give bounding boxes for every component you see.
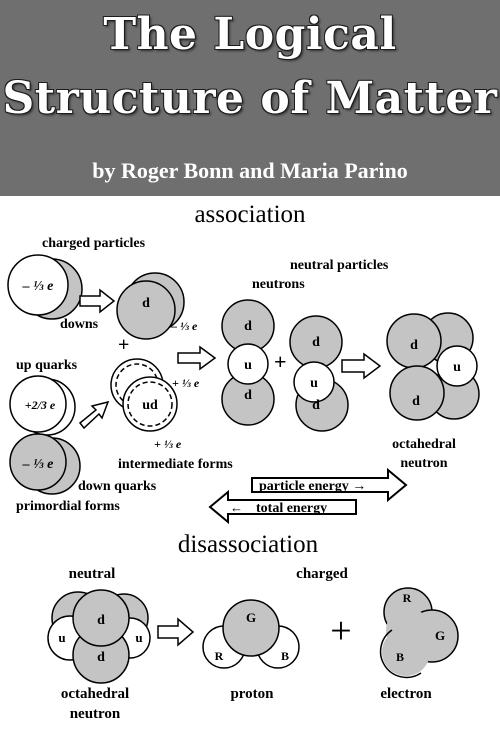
proton-r: R [215, 649, 224, 663]
downs-d-label: d [142, 296, 150, 311]
intermediate-forms-label: intermediate forms [118, 457, 233, 472]
proton-g: G [246, 610, 256, 625]
charged-label: charged [296, 566, 348, 582]
neutron2-u: u [310, 376, 318, 391]
octahedral-label-dis: octahedral [61, 686, 129, 702]
neutron1-u: u [244, 358, 252, 373]
primordial-down-quark-top: – ⅓ e [7, 254, 83, 320]
charged-particles-label: charged particles [42, 236, 146, 251]
neutron1-d-top: d [244, 319, 252, 334]
up-quarks-label: up quarks [16, 358, 78, 373]
charge-label-up: +2/3 e [25, 398, 56, 412]
author-byline: by Roger Bonn and Maria Parino [92, 158, 408, 183]
hollow-arrow-icon [177, 345, 217, 371]
hollow-arrow-icon [341, 352, 382, 380]
plus-sign-disassoc: + [330, 610, 351, 652]
particle-energy-arrow: particle energy → [251, 467, 408, 503]
dis-u-right: u [135, 630, 142, 645]
intermediate-form-particle: ud [110, 358, 178, 432]
octahedral-neutron-assoc: d u d [386, 312, 480, 421]
electron-b: B [396, 650, 404, 664]
electron-r: R [403, 591, 412, 605]
dis-d-top: d [97, 613, 105, 628]
association-heading: association [194, 201, 306, 228]
cover-header: The Logical Structure of Matter by Roger… [0, 0, 500, 196]
downs-particle: d [116, 272, 185, 340]
neutron-label-assoc: neutron [400, 456, 447, 471]
charge-label-bottom: – ⅓ e [22, 457, 54, 472]
title-line-1: The Logical [103, 9, 397, 60]
octa-d-bottom: d [412, 394, 420, 409]
primordial-down-quark-bottom: – ⅓ e [9, 433, 81, 495]
title-line-2: Structure of Matter [2, 73, 498, 124]
disassociation-heading: disassociation [178, 531, 319, 558]
neutron-label-dis: neutron [70, 706, 121, 722]
downs-label: downs [60, 317, 99, 332]
octahedral-neutron-disassoc: d d u u [47, 589, 151, 684]
electron-g: G [435, 628, 445, 643]
intermediate-charge-b: + ⅓ e [154, 437, 182, 451]
ud-label: ud [142, 398, 158, 413]
neutron1-d-bottom: d [244, 388, 252, 403]
hollow-arrow-icon [79, 288, 116, 314]
plus-sign-neutrons: + [274, 349, 287, 374]
particle-energy-label: particle energy → [259, 479, 366, 494]
octa-d-top: d [410, 338, 418, 353]
intermediate-charge-a: + ⅓ e [172, 376, 200, 390]
plus-sign-upper: + [118, 334, 129, 356]
octa-u: u [453, 360, 461, 375]
neutron-particle-1: d u d [221, 299, 275, 426]
dis-d-bottom: d [97, 650, 105, 665]
total-energy-arrow-glyph: ← [230, 500, 243, 515]
charge-label-top: – ⅓ e [22, 279, 54, 294]
proton-particle: G R B [202, 599, 300, 669]
diagonal-arrow-icon [78, 400, 110, 430]
neutral-label: neutral [69, 566, 116, 582]
proton-b: B [281, 649, 289, 663]
electron-label: electron [380, 686, 432, 702]
proton-label: proton [230, 686, 274, 702]
primordial-forms-label: primordial forms [16, 499, 120, 514]
total-energy-arrow: ← total energy [208, 489, 357, 525]
primordial-up-quark: +2/3 e [9, 375, 76, 436]
dis-u-left: u [58, 630, 65, 645]
octahedral-label-assoc: octahedral [392, 437, 456, 452]
matter-structure-diagram: association charged particles – ⅓ e down… [7, 201, 480, 722]
neutron2-d-bottom: d [312, 398, 320, 413]
neutron2-d-top: d [312, 335, 320, 350]
down-quarks-label: down quarks [78, 479, 157, 494]
neutron-particle-2: d u d [289, 315, 349, 432]
hollow-arrow-icon [157, 617, 195, 647]
total-energy-label: total energy [256, 501, 327, 516]
downs-charge-label: – ⅓ e [170, 319, 198, 333]
electron-particle: R G B [379, 587, 459, 679]
neutrons-label: neutrons [252, 277, 305, 292]
neutral-particles-label: neutral particles [290, 258, 389, 273]
